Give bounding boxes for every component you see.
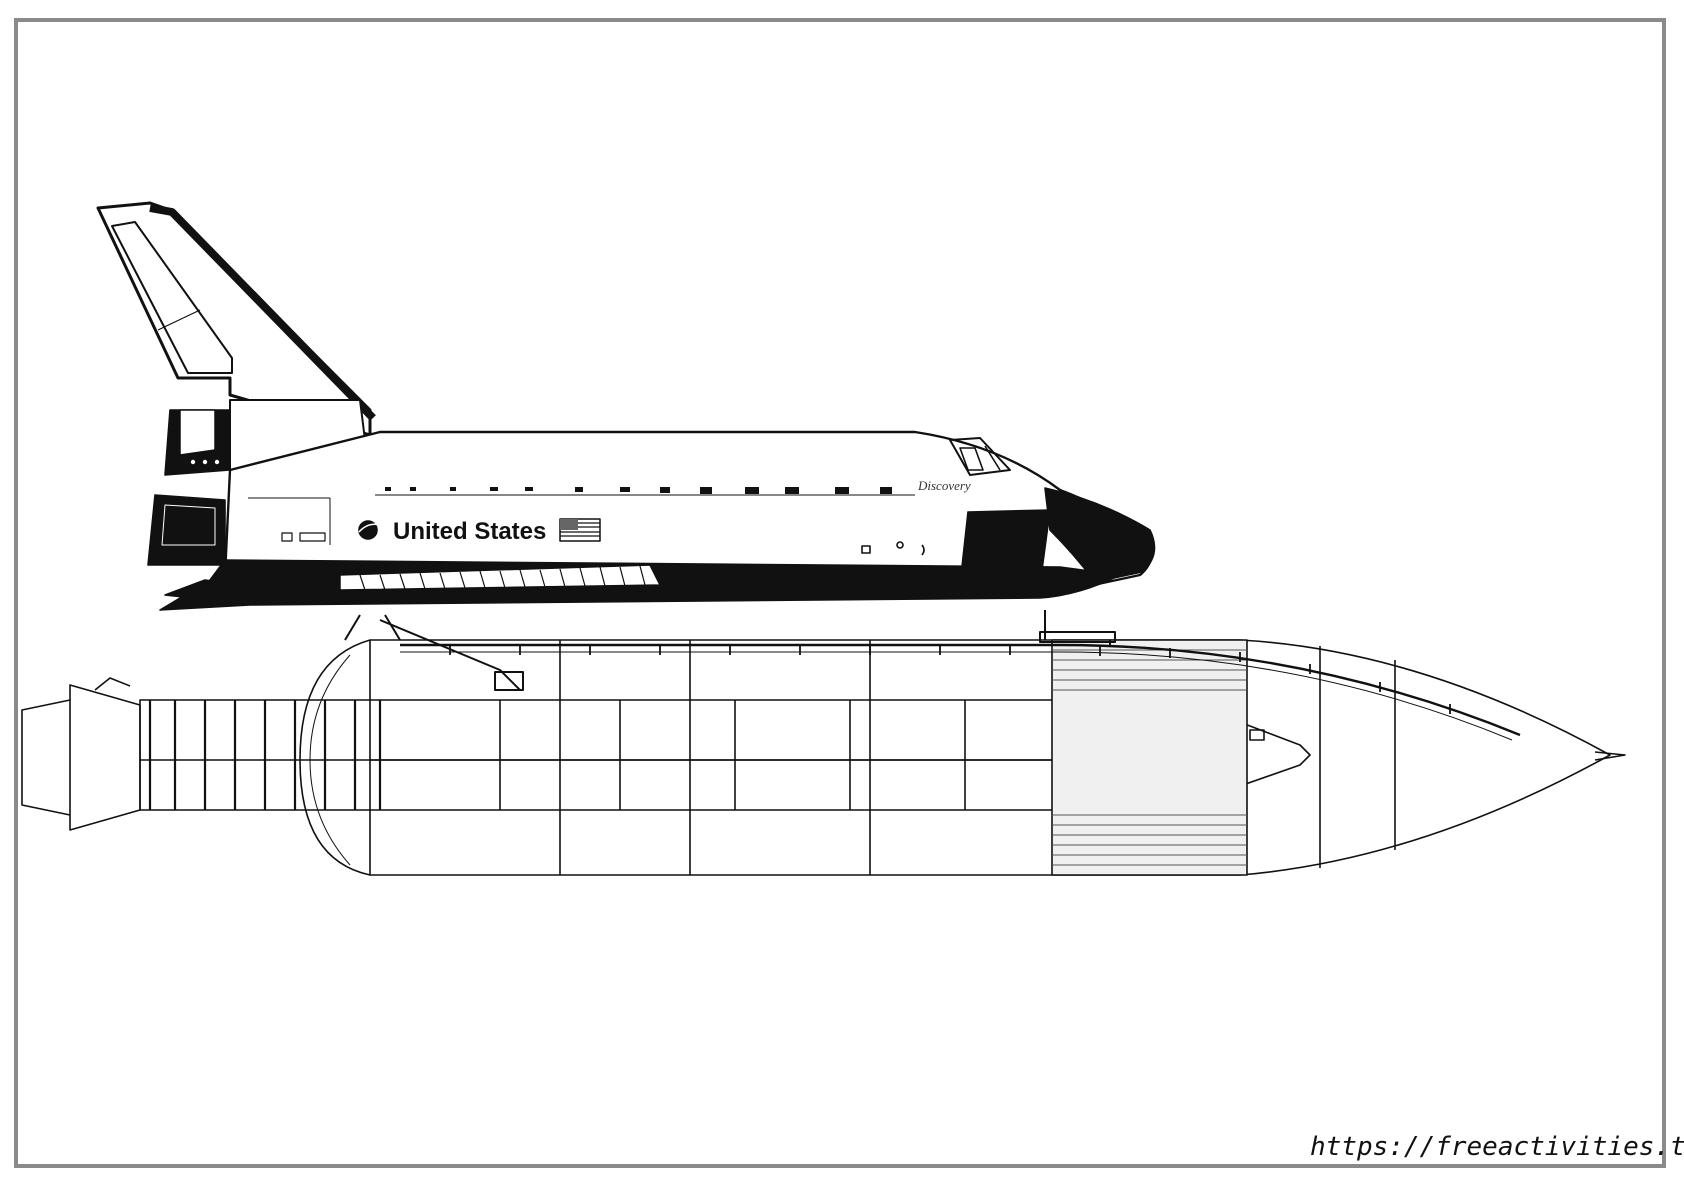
- orbiter: [96, 201, 1156, 611]
- payload-bay-doors: [385, 487, 892, 494]
- nasa-meatball-icon: [358, 520, 381, 540]
- united-states-label: United States: [393, 518, 546, 545]
- orbiter-nose: [1044, 487, 1156, 583]
- tank-aft-dome: [299, 639, 371, 876]
- source-url[interactable]: https://freeactivities.tistory.com/: [1310, 1132, 1684, 1162]
- us-flag-icon: [559, 518, 601, 542]
- main-engines: [147, 409, 231, 566]
- attach-struts: [344, 610, 1116, 691]
- feedline: [400, 643, 1521, 741]
- orbiter-name-label: Discovery: [917, 478, 971, 493]
- intertank-section: [1051, 639, 1248, 876]
- external-tank: [369, 639, 1626, 876]
